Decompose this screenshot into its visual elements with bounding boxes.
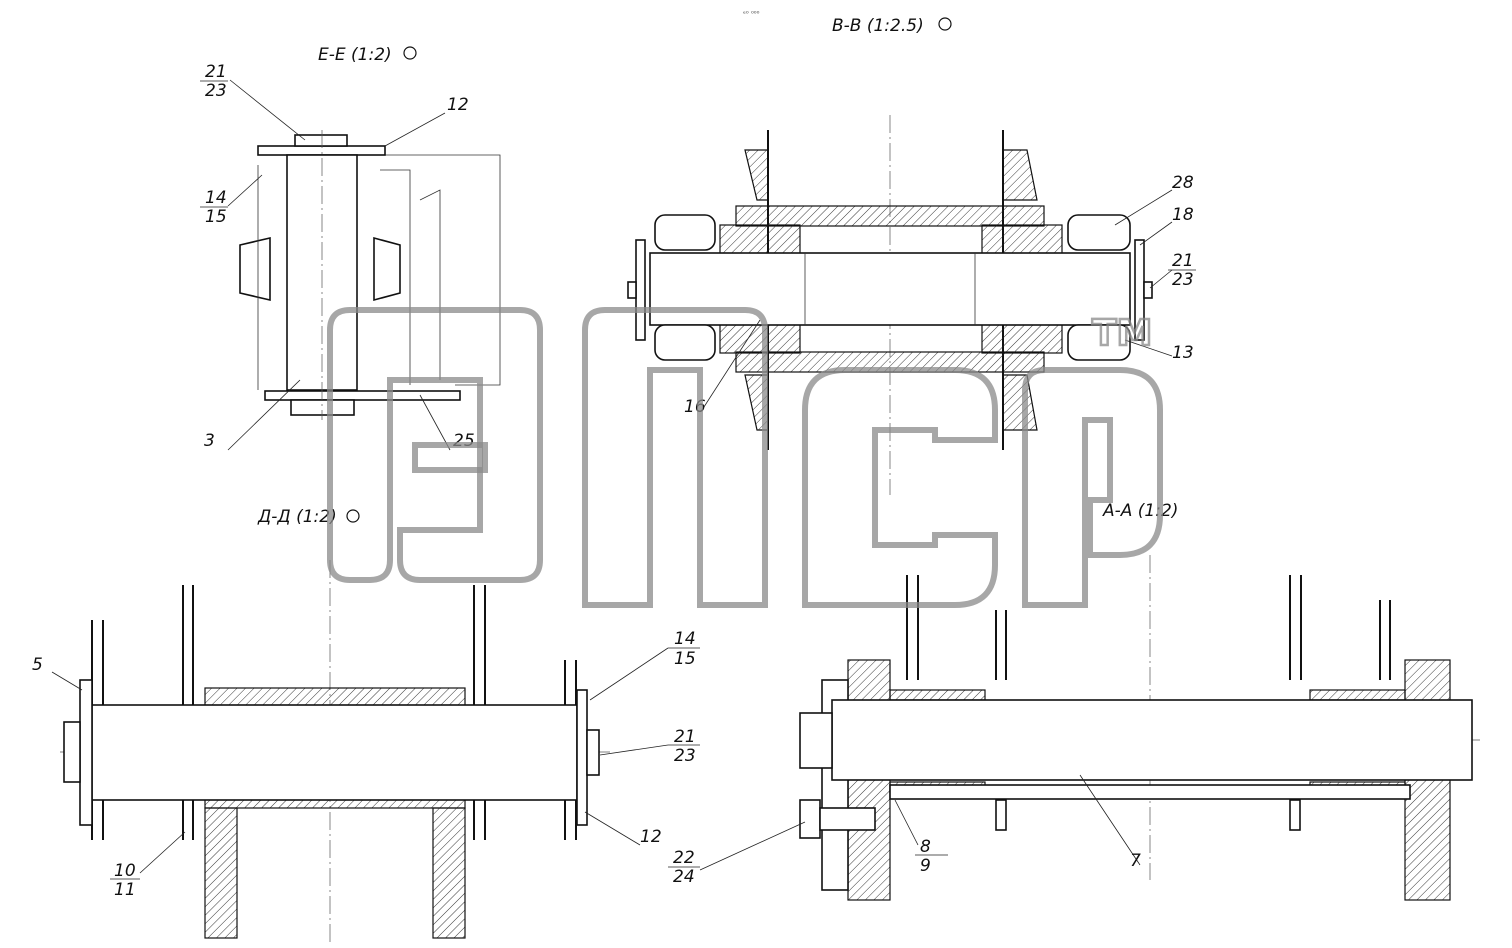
dd-leader-10 bbox=[139, 831, 186, 874]
callout-dd-23: 23 bbox=[674, 746, 696, 766]
bb-hub-top bbox=[735, 205, 1045, 227]
ee-leader-21 bbox=[229, 79, 306, 141]
ee-frame-inner bbox=[380, 169, 441, 385]
aa-leader-7 bbox=[1079, 774, 1141, 866]
aa-shaft bbox=[831, 699, 1473, 781]
dd-plate-right bbox=[576, 689, 588, 826]
header-mark: ᵉ⁰ ⁰⁰⁰ bbox=[743, 10, 760, 18]
ee-bottom-plate bbox=[264, 390, 461, 401]
watermark-logo: ТМ bbox=[327, 307, 1163, 608]
callout-dd-11: 11 bbox=[114, 880, 136, 900]
callout-bb-28: 28 bbox=[1172, 173, 1194, 193]
ee-leader-12 bbox=[384, 112, 446, 147]
dd-plate-left bbox=[79, 679, 93, 826]
bb-leader-13 bbox=[1124, 339, 1173, 357]
aa-leader-8 bbox=[894, 799, 919, 846]
callout-aa-9: 9 bbox=[920, 856, 931, 876]
view-circle-bb bbox=[938, 17, 952, 31]
aa-bolt bbox=[819, 807, 876, 831]
callout-ee-3: 3 bbox=[204, 431, 215, 451]
bb-shaft bbox=[649, 252, 1131, 326]
view-circle-ee bbox=[403, 46, 417, 60]
view-circle-dd bbox=[346, 509, 360, 523]
bb-bearing-left-top bbox=[654, 214, 716, 251]
view-aa: А-А (1:2) 22 24 bbox=[668, 501, 1480, 901]
dd-nut bbox=[586, 729, 600, 776]
callout-dd-10: 10 bbox=[114, 861, 136, 881]
ee-leader-3 bbox=[227, 379, 301, 451]
aa-pin-head bbox=[799, 712, 833, 769]
ee-top-plate bbox=[257, 145, 386, 156]
dd-shaft bbox=[91, 704, 578, 801]
bb-leader-16 bbox=[701, 319, 761, 411]
view-title-aa: А-А (1:2) bbox=[1102, 501, 1178, 521]
callout-aa-22: 22 bbox=[673, 848, 695, 868]
bb-leader-28 bbox=[1114, 189, 1173, 226]
callout-aa-24: 24 bbox=[673, 867, 695, 887]
callout-aa-7: 7 bbox=[1130, 851, 1141, 871]
callout-aa-8: 8 bbox=[920, 837, 931, 857]
view-bb: В-В (1:2.5) 28 18 bbox=[627, 16, 1196, 495]
watermark-letter-p bbox=[582, 307, 768, 608]
watermark-letter-e bbox=[327, 307, 543, 583]
callout-bb-21: 21 bbox=[1172, 251, 1194, 271]
watermark-trademark: ТМ bbox=[1092, 313, 1152, 354]
aa-leader-22 bbox=[699, 821, 806, 871]
dd-leader-21 bbox=[599, 744, 669, 756]
view-title-bb: В-В (1:2.5) bbox=[832, 16, 924, 36]
dd-hub-top bbox=[204, 687, 466, 707]
callout-ee-23: 23 bbox=[205, 81, 227, 101]
bb-bearing-right-top bbox=[1067, 214, 1131, 251]
ee-bushing-left bbox=[239, 236, 271, 302]
watermark-letter-c bbox=[802, 367, 998, 608]
ee-pin-head bbox=[290, 399, 355, 416]
watermark-letter-r bbox=[1022, 367, 1163, 608]
bb-leader-18 bbox=[1139, 221, 1173, 246]
callout-bb-13: 13 bbox=[1172, 343, 1194, 363]
callout-ee-15: 15 bbox=[205, 207, 227, 227]
aa-bolt-head bbox=[799, 799, 821, 839]
view-title-dd: Д-Д (1:2) bbox=[257, 507, 337, 527]
callout-dd-14: 14 bbox=[674, 629, 696, 649]
ee-leader-14 bbox=[227, 174, 263, 207]
ee-leader-25 bbox=[419, 394, 451, 451]
view-title-ee: Е-Е (1:2) bbox=[318, 45, 392, 65]
bb-washer-left bbox=[635, 239, 646, 341]
ee-nut bbox=[294, 134, 348, 147]
dd-pin-head bbox=[63, 721, 81, 783]
bb-leader-21 bbox=[1149, 269, 1173, 289]
callout-dd-21: 21 bbox=[674, 727, 696, 747]
callout-ee-21: 21 bbox=[205, 62, 227, 82]
ee-bushing-right bbox=[373, 236, 401, 302]
view-dd: Д-Д (1:2) 5 14 15 21 bbox=[32, 507, 700, 945]
dd-leader-12 bbox=[584, 811, 641, 846]
bb-bearing-left-bottom bbox=[654, 324, 716, 361]
dd-leader-5 bbox=[51, 671, 83, 691]
dd-leader-14 bbox=[589, 647, 669, 701]
bb-bearing-right-bottom bbox=[1067, 324, 1131, 361]
callout-ee-12: 12 bbox=[447, 95, 469, 115]
callout-bb-23: 23 bbox=[1172, 270, 1194, 290]
callout-bb-18: 18 bbox=[1172, 205, 1194, 225]
callout-dd-5: 5 bbox=[32, 655, 43, 675]
callout-dd-15: 15 bbox=[674, 649, 696, 669]
aa-tube bbox=[889, 784, 1411, 800]
callout-dd-12: 12 bbox=[640, 827, 662, 847]
callout-ee-14: 14 bbox=[205, 188, 227, 208]
view-ee: Е-Е (1:2) 21 23 12 14 15 3 25 bbox=[200, 45, 501, 451]
